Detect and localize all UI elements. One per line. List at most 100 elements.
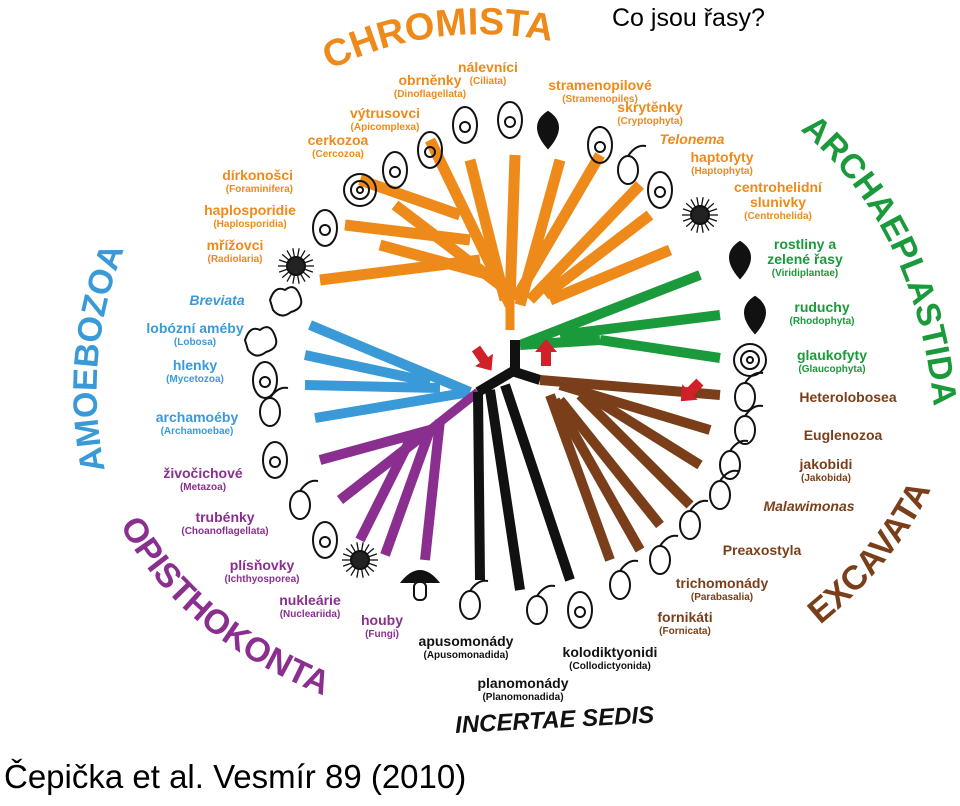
taxon-latin: (Choanoflagellata) <box>181 526 268 537</box>
taxon-chromista: mřížovci(Radiolaria) <box>207 237 264 265</box>
ciliate-icon <box>497 101 523 139</box>
taxon-name: nálevníci <box>458 59 518 75</box>
taxon-latin: (Haptophyta) <box>691 166 753 177</box>
lobosa-icon <box>243 326 278 357</box>
taxon-chromista: haplosporidie(Haplosporidia) <box>204 202 296 230</box>
taxon-name: nukleárie <box>279 592 341 608</box>
apusomonad-icon <box>459 579 489 620</box>
taxon-latin: (Collodictyonida) <box>569 661 651 672</box>
arrow-excavata <box>680 378 704 402</box>
jakobid-icon <box>719 439 749 480</box>
taxon-latin: (Fungi) <box>365 629 399 640</box>
taxon-excavata: jakobidi(Jakobida) <box>799 456 853 484</box>
branch-chromista <box>526 181 644 304</box>
label-chromista: CHROMISTA <box>316 1 556 78</box>
taxon-opisthokonta: houby(Fungi) <box>361 612 403 640</box>
branch-backbone <box>513 367 542 385</box>
organism-icons <box>243 101 767 629</box>
branch-excavata <box>556 396 664 529</box>
branch-opisthokonta <box>380 428 435 557</box>
heterolobosea-icon <box>734 371 764 412</box>
taxon-archaeplastida: ruduchy(Rhodophyta) <box>790 299 855 327</box>
taxon-name: apusomonády <box>419 633 514 649</box>
taxon-chromista: dírkonošci(Foraminifera) <box>222 167 293 195</box>
taxon-name: hlenky <box>173 357 218 373</box>
taxon-latin: (Planomonadida) <box>482 692 563 703</box>
branch-archaeplastida <box>518 270 702 350</box>
branch-archaeplastida <box>559 310 721 340</box>
taxon-excavata: Preaxostyla <box>723 542 802 558</box>
taxon-latin: (Nucleariida) <box>280 609 341 620</box>
branch-opisthokonta <box>318 425 432 465</box>
taxon-name: Breviata <box>189 292 244 308</box>
taxon-labels: nálevníci(Ciliata)obrněnky(Dinoflagellat… <box>146 59 896 703</box>
dinoflagellate-icon <box>452 106 478 144</box>
taxon-name: mřížovci <box>207 237 264 253</box>
telonema-icon <box>617 144 647 185</box>
taxon-latin: (Jakobida) <box>801 473 851 484</box>
taxon-chromista: obrněnky(Dinoflagellata) <box>394 72 466 100</box>
taxon-latin: (Lobosa) <box>174 337 216 348</box>
glaucophyte-icon <box>733 343 767 377</box>
cercozoa-icon <box>382 151 408 189</box>
taxon-chromista: výtrusovci(Apicomplexa) <box>350 105 420 133</box>
red-arrows <box>471 339 704 402</box>
centrohelid-icon <box>682 197 718 233</box>
taxon-name: ruduchy <box>794 299 849 315</box>
taxon-name: stramenopilové <box>548 77 652 93</box>
choanoflagellate-icon <box>289 479 319 520</box>
mycetozoa-icon <box>252 361 278 399</box>
taxon-name: cerkozoa <box>308 132 369 148</box>
taxon-name: Telonema <box>660 131 725 147</box>
archamoebae-icon <box>259 386 289 427</box>
taxon-name: centrohelidní <box>734 179 823 195</box>
branch-amoebozoa <box>304 380 441 393</box>
taxon-name: trubénky <box>195 509 254 525</box>
taxon-incertae: kolodiktyonidi(Collodictyonida) <box>563 644 658 672</box>
branch-chromista <box>541 210 654 300</box>
taxon-incertae: planomonády(Planomonadida) <box>477 675 568 703</box>
branch-chromista <box>464 158 511 302</box>
tree-branches <box>303 137 721 591</box>
branch-chromista <box>547 244 673 306</box>
taxon-latin: (Ichthyosporea) <box>224 574 299 585</box>
slide-title: Co jsou řasy? <box>612 4 765 32</box>
nucleariid-icon <box>342 542 378 578</box>
taxon-name: Preaxostyla <box>723 542 802 558</box>
cryptophyte-icon <box>587 126 613 164</box>
branch-incertae <box>473 391 485 581</box>
taxon-latin: (Fornicata) <box>659 626 711 637</box>
branch-excavata <box>577 385 703 470</box>
taxon-name: rostliny a <box>774 236 836 252</box>
taxon-amoebozoa: hlenky(Mycetozoa) <box>166 357 224 385</box>
taxon-excavata: Malawimonas <box>763 498 854 514</box>
branch-chromista <box>344 219 471 246</box>
branch-excavata <box>545 393 615 562</box>
taxon-name: trichomonády <box>676 575 769 591</box>
taxon-latin: (Rhodophyta) <box>790 316 855 327</box>
taxon-name: jakobidi <box>799 456 853 472</box>
taxon-excavata: fornikáti(Fornicata) <box>657 609 712 637</box>
taxon-name: slunivky <box>750 194 806 210</box>
apicomplexa-icon <box>417 131 443 169</box>
taxon-latin: (Haplosporidia) <box>213 219 286 230</box>
label-incertae-sedis: INCERTAE SEDIS <box>454 702 654 739</box>
taxon-name: haptofyty <box>691 149 754 165</box>
preaxostyla-icon <box>679 499 709 540</box>
taxon-name: živočichové <box>163 465 243 481</box>
viridiplantae-icon <box>729 240 751 280</box>
taxon-opisthokonta: živočichové(Metazoa) <box>163 465 243 493</box>
taxon-amoebozoa: Breviata <box>189 292 244 308</box>
parabasalia-icon <box>649 534 679 575</box>
branch-amoebozoa <box>303 350 432 387</box>
taxon-latin: (Radiolaria) <box>207 254 262 265</box>
branch-opisthokonta <box>420 419 445 561</box>
taxon-latin: (Viridiplantae) <box>772 268 839 279</box>
branch-incertae <box>485 389 525 591</box>
metazoa-icon <box>262 441 288 479</box>
taxon-name: dírkonošci <box>222 167 293 183</box>
stramenopile-icon <box>537 110 559 150</box>
taxon-latin: (Foraminifera) <box>226 184 293 195</box>
red-arrow-icon <box>471 345 494 371</box>
